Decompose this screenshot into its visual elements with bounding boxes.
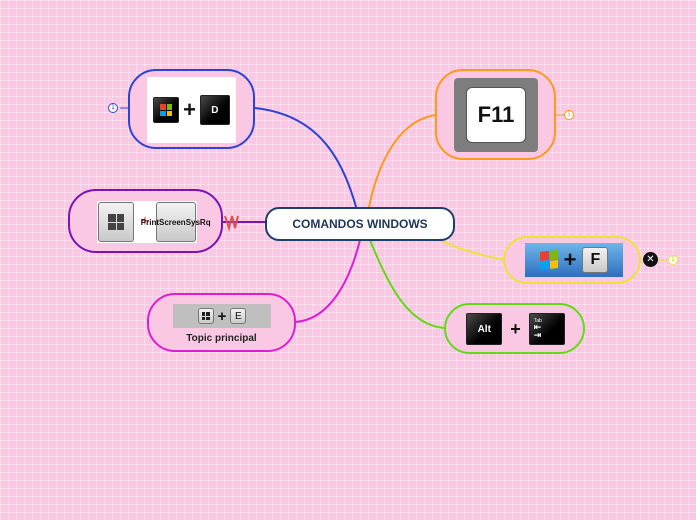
connector-win-d: [254, 107, 361, 223]
plus-sign: +: [217, 307, 227, 325]
close-marker-icon[interactable]: ✕: [643, 252, 658, 267]
plus-sign: +: [140, 213, 150, 230]
win-d-count-badge[interactable]: 1: [108, 103, 118, 113]
e-key: E: [230, 308, 247, 324]
plus-sign: +: [510, 318, 521, 339]
connector-win-e: [294, 239, 361, 323]
topic-win-d[interactable]: + D: [128, 69, 255, 149]
alt-key: Alt: [466, 313, 503, 345]
f11-key: F11: [466, 87, 526, 143]
windows-key: [197, 308, 214, 324]
windows-logo-icon: [539, 250, 558, 270]
connector-f11: [367, 114, 437, 213]
topic-win-e[interactable]: + E Topic principal: [147, 293, 296, 352]
central-topic[interactable]: COMANDOS WINDOWS: [265, 207, 455, 241]
pen-marker-icon: [224, 215, 239, 232]
topic-win-f[interactable]: + F: [503, 236, 641, 284]
alt-tab-image: Alt + Tab ⇤⇥: [466, 310, 565, 348]
windows-logo-icon: [108, 214, 125, 230]
tab-key: Tab ⇤⇥: [528, 313, 565, 345]
topic-f11[interactable]: F11: [435, 69, 556, 160]
f11-key-image: F11: [454, 78, 538, 152]
win-e-caption: Topic principal: [186, 333, 257, 344]
d-key: D: [199, 95, 230, 125]
win-d-image: + D: [147, 77, 236, 143]
plus-sign: +: [183, 97, 196, 122]
win-f-count-badge[interactable]: 1: [668, 255, 678, 265]
topic-alt-tab[interactable]: Alt + Tab ⇤⇥: [444, 303, 585, 354]
central-topic-label: COMANDOS WINDOWS: [292, 217, 428, 231]
win-f-image: + F: [525, 243, 623, 277]
win-e-image: + E: [173, 304, 271, 328]
windows-logo-icon: [201, 312, 210, 320]
tab-arrows-icon: ⇤⇥: [533, 323, 542, 341]
connector-win-f: [439, 239, 506, 261]
windows-logo-icon: [160, 104, 173, 116]
tab-key-label: Tab: [533, 318, 542, 324]
f-key: F: [582, 247, 609, 273]
f11-count-badge[interactable]: 5: [564, 110, 574, 120]
plus-sign: +: [563, 247, 577, 272]
connector-alt-tab: [369, 239, 445, 329]
windows-key: [153, 97, 180, 123]
windows-key: [98, 202, 135, 242]
